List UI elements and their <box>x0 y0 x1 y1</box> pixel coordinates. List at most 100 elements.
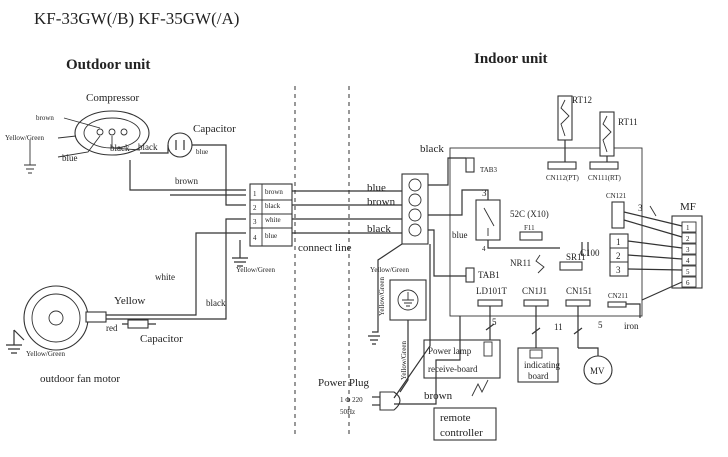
receive-board-connector <box>483 341 493 357</box>
remote-label-line1: remote <box>440 412 471 424</box>
fan-wire-red: red <box>106 323 118 333</box>
indoor-ground-label: Yellow/Green <box>370 266 409 274</box>
room-temp-sensor-rt12 <box>557 95 573 162</box>
cn1j1-connector <box>523 299 549 307</box>
mf-wire-count-3: 3 <box>638 203 643 213</box>
output-pin-2: 2 <box>616 251 621 261</box>
capacitor-wire-black: black <box>138 142 158 152</box>
cn111-label: CN111(RT) <box>588 174 622 182</box>
varistor-nr11 <box>535 254 545 274</box>
fan-wire-yellow: Yellow <box>114 295 145 307</box>
indicating-label: indicating <box>524 360 560 370</box>
cn151-connector <box>565 299 591 307</box>
fan-wire-black: black <box>206 298 226 308</box>
indicating-board-label: board <box>528 371 549 381</box>
outdoor-terminal-4: 4 <box>253 234 257 242</box>
fan-motor-label: outdoor fan motor <box>40 373 120 385</box>
capacitor-label: Capacitor <box>193 123 236 135</box>
indicating-board-connector <box>529 349 543 359</box>
mf-pin-4: 4 <box>686 257 690 265</box>
outdoor-terminal-color-2: black <box>265 202 281 210</box>
power-plug-label: Power Plug <box>318 377 370 389</box>
connect-line-label: connect line <box>298 242 352 254</box>
earth-ground-symbol <box>389 279 427 321</box>
cn111-connector <box>589 161 619 170</box>
outdoor-terminal-ground-label: Yellow/Green <box>236 266 275 274</box>
outdoor-unit-heading: Outdoor unit <box>66 57 150 73</box>
capacitor-wire-brown: brown <box>175 176 198 186</box>
capacitor-wire-blue: blue <box>196 148 208 156</box>
c100-label: C100 <box>580 248 600 258</box>
pipe-temp-sensor-rt11 <box>599 111 615 162</box>
cn1j1-label: CN1J1 <box>522 286 547 296</box>
iron-wire-label: iron <box>624 321 639 331</box>
fan-capacitor <box>127 319 149 329</box>
compressor-wire-black: black <box>110 143 130 153</box>
indicating-board <box>517 347 559 383</box>
compressor-label: Compressor <box>86 92 140 104</box>
power-lamp-receive-board <box>423 339 501 379</box>
tab3-connector <box>465 157 475 173</box>
mv-label: MV <box>590 366 605 376</box>
outdoor-terminal-3: 3 <box>253 218 257 226</box>
compressor-wire-blue: blue <box>62 153 78 163</box>
wireless-signal-icon <box>471 379 489 397</box>
power-lamp-label: Power lamp <box>428 346 472 356</box>
fuse-label: F11 <box>524 224 535 232</box>
relay-label: 52C (X10) <box>510 209 549 219</box>
cn121-connector <box>611 201 625 229</box>
cn211-label: CN211 <box>608 292 628 300</box>
remote-wire-brown: brown <box>424 390 453 402</box>
receive-board-label: receive-board <box>428 364 478 374</box>
indoor-wire-black-top: black <box>420 143 444 155</box>
indoor-wire-blue-left: blue <box>367 182 386 194</box>
cn112-label: CN112(PT) <box>546 174 579 182</box>
power-plug-frequency: 50Hz <box>340 408 355 416</box>
compressor-capacitor <box>167 132 193 158</box>
relay-pin-3: 3 <box>482 188 487 198</box>
mf-wire-bundle-mark <box>649 205 657 217</box>
indoor-wire-brown-left: brown <box>367 196 396 208</box>
power-plug-voltage: 1 Φ 220 <box>340 396 363 404</box>
ld101t-connector <box>477 299 503 307</box>
mf-pin-6: 6 <box>686 279 690 287</box>
outdoor-terminal-color-4: blue <box>265 232 277 240</box>
power-lamp-wire-count: 5 <box>492 317 497 327</box>
rt11-label: RT11 <box>618 117 638 127</box>
mf-label: MF <box>680 201 696 213</box>
fan-wire-white: white <box>155 272 175 282</box>
nr11-label: NR11 <box>510 258 531 268</box>
outdoor-fan-motor <box>23 285 107 351</box>
sr11-component <box>559 261 583 271</box>
indoor-ground-vertical-label: Yellow/Green <box>378 277 386 316</box>
sr11-label: SR11 <box>566 252 586 262</box>
ld101t-label: LD101T <box>476 286 507 296</box>
tab1-label: TAB1 <box>478 270 500 280</box>
indoor-terminal-block <box>401 173 429 245</box>
rt12-label: RT12 <box>572 95 592 105</box>
tab1-connector <box>465 267 475 283</box>
relay-pin-4: 4 <box>482 245 486 253</box>
mf-pin-5: 5 <box>686 268 690 276</box>
output-pin-1: 1 <box>616 237 621 247</box>
indoor-wire-blue-right: blue <box>452 230 468 240</box>
indoor-wire-black-left: black <box>367 223 391 235</box>
outdoor-terminal-color-3: white <box>265 216 281 224</box>
tab3-label: TAB3 <box>480 166 497 174</box>
outdoor-terminal-1: 1 <box>253 190 257 198</box>
plug-ground-vertical-label: Yellow/Green <box>400 341 408 380</box>
fan-motor-ground-label: Yellow/Green <box>26 350 65 358</box>
cn211-connector <box>607 301 627 308</box>
indicating-wire-count: 11 <box>554 322 563 332</box>
mf-pin-1: 1 <box>686 224 690 232</box>
compressor-wire-yellow-green: Yellow/Green <box>5 134 44 142</box>
fuse-f11 <box>519 231 543 241</box>
mf-pin-3: 3 <box>686 246 690 254</box>
outdoor-terminal-block <box>249 183 293 247</box>
indoor-control-board <box>449 147 643 317</box>
outdoor-terminal-color-1: brown <box>265 188 283 196</box>
cn112-connector <box>547 161 577 170</box>
indoor-unit-heading: Indoor unit <box>474 51 548 67</box>
